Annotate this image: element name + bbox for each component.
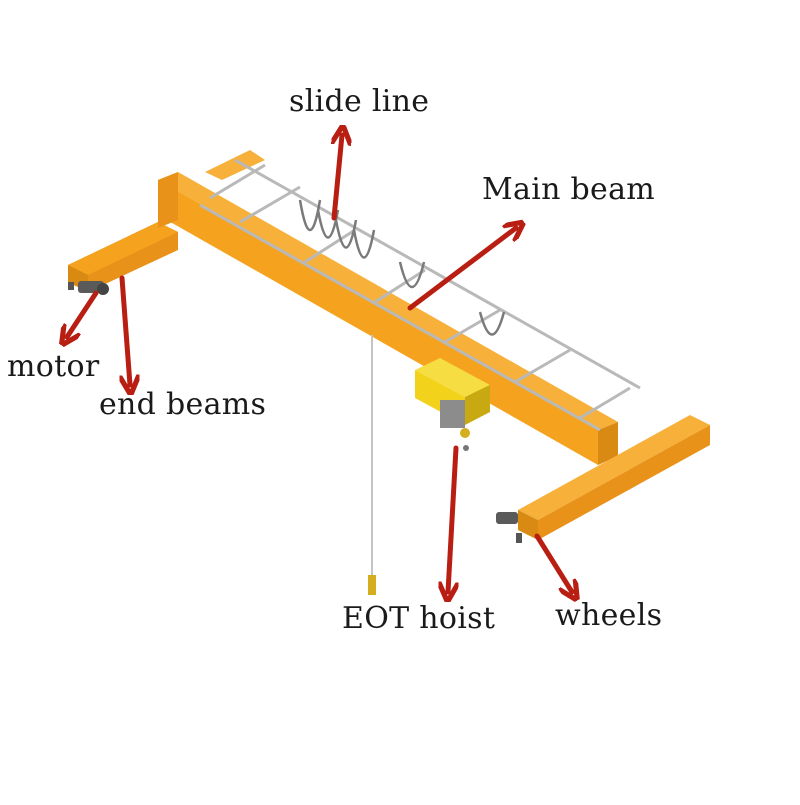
right-end-beam bbox=[518, 415, 710, 540]
label-motor: motor bbox=[7, 349, 100, 384]
slide-line-rail bbox=[199, 158, 641, 432]
arrow-main-beam bbox=[407, 228, 516, 311]
arrow-wheels bbox=[534, 533, 572, 592]
festoon-cables bbox=[298, 199, 506, 336]
arrow-eot-hoist bbox=[448, 445, 456, 592]
label-eot-hoist: EOT hoist bbox=[342, 601, 496, 636]
pendant-cable bbox=[368, 335, 376, 595]
right-wheel-assembly bbox=[496, 512, 522, 543]
annotation-arrows bbox=[67, 135, 572, 592]
label-end-beams: end beams bbox=[99, 387, 267, 422]
arrow-end-beams bbox=[122, 275, 130, 385]
arrow-motor bbox=[67, 290, 99, 337]
arrow-slide-line bbox=[334, 135, 342, 221]
left-motor bbox=[68, 281, 109, 295]
eot-hoist-unit bbox=[415, 358, 490, 451]
label-slide-line: slide line bbox=[289, 84, 430, 119]
label-main-beam: Main beam bbox=[482, 172, 656, 207]
label-wheels: wheels bbox=[555, 598, 663, 633]
